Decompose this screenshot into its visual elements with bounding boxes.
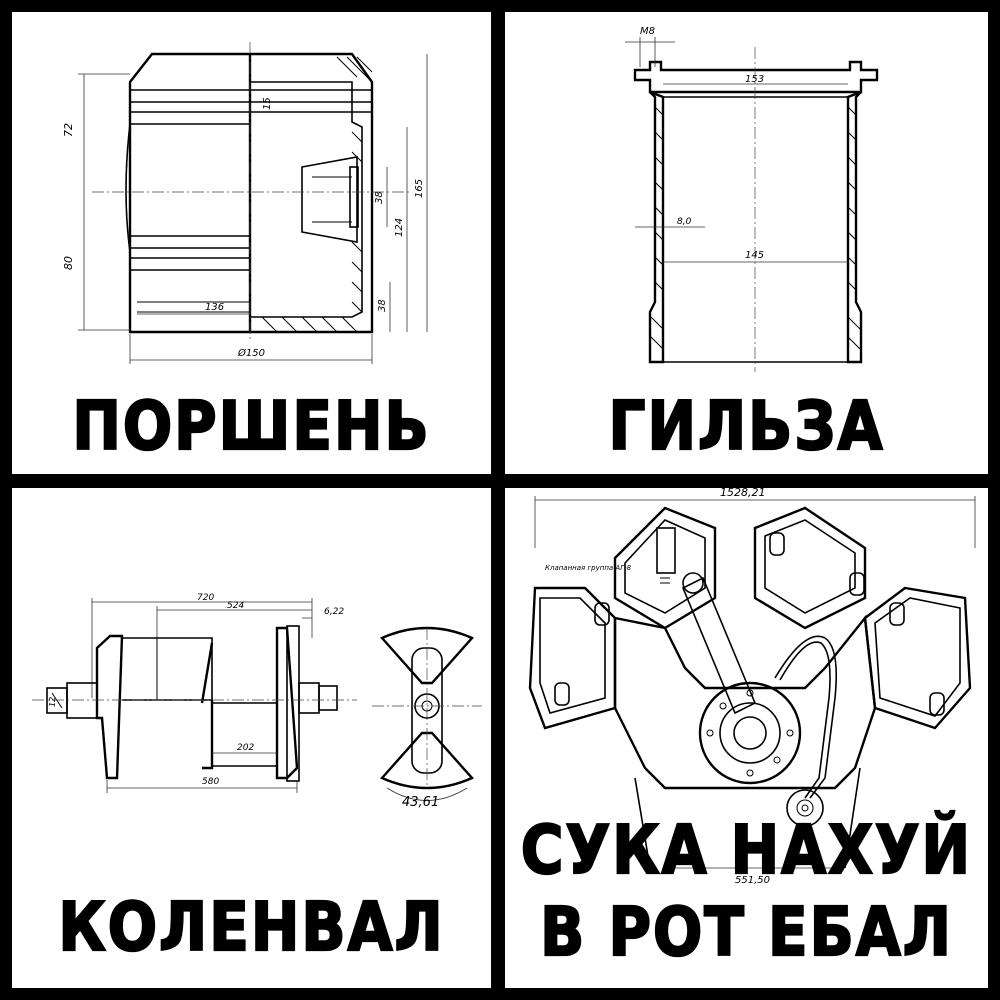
dim-524: 524 [227,601,244,611]
piston-drawing: 72 80 15 38 124 165 38 136 Ø150 [62,42,428,364]
dim-153: 153 [745,74,764,85]
dim-38b: 38 [377,299,388,312]
engine-drawing: 1528,21 Клапанная группа АГ-8 [528,488,976,886]
dim-43-61: 43,61 [402,795,439,810]
panel-liner: M8 153 8,0 145 ГИЛЬЗА [505,12,988,474]
note-valve-group: Клапанная группа АГ-8 [545,564,632,572]
dim-145: 145 [745,250,764,261]
panel-crankshaft: 720 524 6,22 12 202 580 [12,488,491,988]
dim-m8: M8 [640,26,655,37]
dim-136: 136 [205,302,224,313]
dim-1528-21: 1528,21 [720,488,766,499]
caption-line-2: В РОТ ЕБАЛ [539,892,953,972]
dim-15: 15 [262,97,273,110]
dim-8-0: 8,0 [677,217,692,227]
caption-piston: ПОРШЕНЬ [71,386,431,466]
caption-liner: ГИЛЬЗА [608,386,885,466]
dim-551-50: 551,50 [735,875,770,886]
dim-6-22: 6,22 [324,607,344,617]
panel-engine: 1528,21 Клапанная группа АГ-8 [505,488,988,988]
caption-line-1: СУКА НАХУЙ [520,810,973,890]
dim-580: 580 [202,777,219,787]
caption-crankshaft: КОЛЕНВАЛ [57,887,445,967]
dim-12: 12 [48,697,57,707]
crankshaft-drawing: 720 524 6,22 12 202 580 [32,593,482,810]
dim-72: 72 [62,123,75,137]
dim-165: 165 [414,179,425,198]
panel-piston: 72 80 15 38 124 165 38 136 Ø150 ПОРШЕНЬ [12,12,491,474]
dim-38a: 38 [374,191,385,204]
liner-drawing: M8 153 8,0 145 [625,26,879,372]
dim-80: 80 [62,256,75,270]
dim-202: 202 [237,743,254,753]
dim-720: 720 [197,593,214,603]
dim-150: Ø150 [237,347,265,359]
dim-124: 124 [394,218,405,237]
